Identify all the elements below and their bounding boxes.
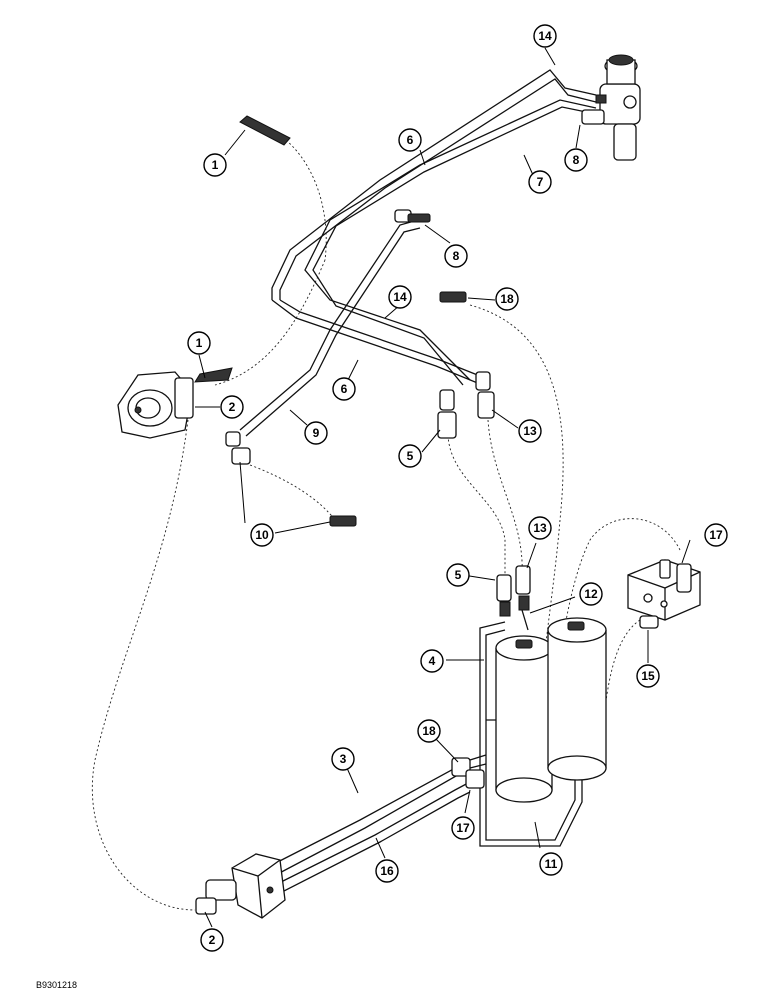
callout-4: 4 [420,649,444,673]
svg-text:10: 10 [255,528,269,542]
svg-text:7: 7 [537,175,544,189]
callout-2-bottom: 2 [200,928,224,952]
svg-text:14: 14 [538,29,552,43]
filter-inlet-fittings [451,757,485,789]
svg-text:8: 8 [573,153,580,167]
callout-1-top: 1 [203,153,227,177]
svg-text:14: 14 [393,290,407,304]
callout-8-top: 8 [564,148,588,172]
svg-text:1: 1 [212,158,219,172]
svg-text:5: 5 [455,568,462,582]
callout-6-mid: 6 [332,377,356,401]
callout-11: 11 [539,852,563,876]
callout-13-bottom: 13 [528,516,552,540]
callout-18-bottom: 18 [417,719,441,743]
callout-17-bottom: 17 [451,816,475,840]
callout-8-mid: 8 [444,244,468,268]
callout-1-left: 1 [187,331,211,355]
callout-12: 12 [579,582,603,606]
svg-text:8: 8 [453,249,460,263]
svg-text:18: 18 [422,724,436,738]
callout-15: 15 [636,664,660,688]
fittings [225,209,531,617]
figure-part-code: B9301218 [36,980,78,990]
callout-3: 3 [331,747,355,771]
hoses [91,139,681,911]
svg-text:6: 6 [341,382,348,396]
svg-text:17: 17 [456,821,470,835]
tubes [239,69,597,893]
pump [117,367,233,439]
svg-text:12: 12 [584,587,598,601]
filters [495,617,607,803]
callout-2-top: 2 [220,395,244,419]
callout-9: 9 [304,421,328,445]
svg-text:18: 18 [500,292,514,306]
callout-5-bottom: 5 [446,563,470,587]
svg-text:3: 3 [340,752,347,766]
callout-17-right: 17 [704,523,728,547]
svg-text:16: 16 [380,864,394,878]
control-valve-block [627,559,701,629]
svg-text:5: 5 [407,449,414,463]
callout-5-top: 5 [398,444,422,468]
svg-text:9: 9 [313,426,320,440]
steering-valve [195,853,286,919]
svg-text:13: 13 [523,424,537,438]
callout-7: 7 [528,170,552,194]
svg-text:15: 15 [641,669,655,683]
svg-text:1: 1 [196,336,203,350]
callout-14-mid: 14 [388,285,412,309]
callout-13-top: 13 [518,419,542,443]
callout-6-top: 6 [398,128,422,152]
svg-text:17: 17 [709,528,723,542]
callout-16: 16 [375,859,399,883]
svg-text:6: 6 [407,133,414,147]
svg-text:13: 13 [533,521,547,535]
svg-text:2: 2 [209,933,216,947]
svg-text:2: 2 [229,400,236,414]
callout-18-top: 18 [495,287,519,311]
brake-valve [581,54,641,161]
callout-14-top: 14 [533,24,557,48]
svg-text:11: 11 [545,857,558,871]
svg-text:4: 4 [429,654,436,668]
callout-10: 10 [250,523,274,547]
hose-end-top [239,115,291,146]
leader-lines [195,47,691,928]
